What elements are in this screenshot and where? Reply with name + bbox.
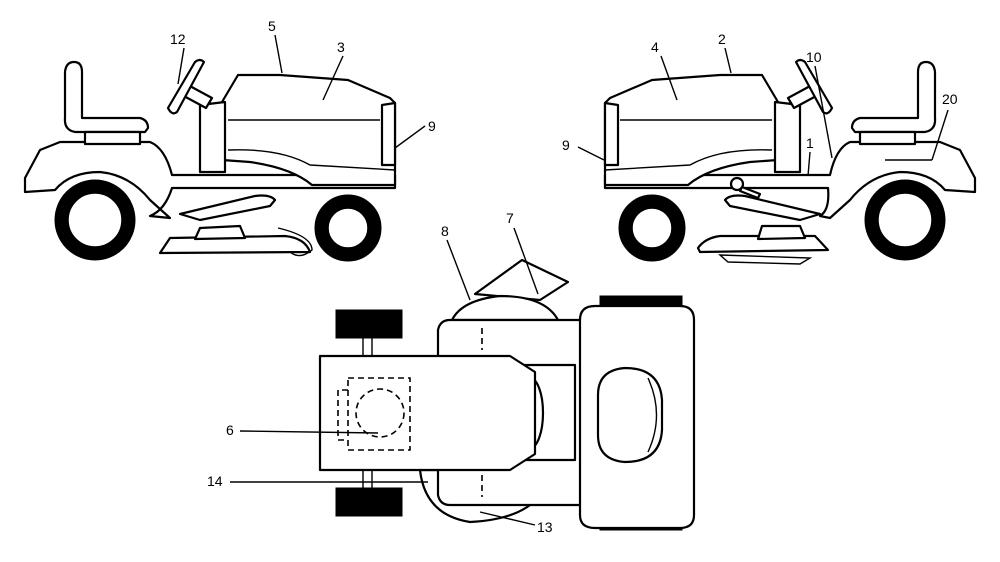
callout-1: 1 [806,135,814,151]
top-view: 8 7 6 14 13 [207,210,696,535]
left-rear-wheel [54,179,136,261]
callout-5: 5 [268,18,276,34]
top-decal-outline [347,377,411,451]
top-decal-circle [355,388,405,438]
right-mower-deck [696,224,830,265]
callout-12: 12 [170,31,186,47]
top-seat [596,366,664,464]
callout-7: 7 [506,210,514,226]
right-steering-wheel [794,58,834,115]
left-front-grille [380,101,397,167]
right-front-wheel [618,194,686,262]
top-hood [318,354,537,472]
right-rear-wheel [864,179,946,261]
left-rear-fender [23,140,397,220]
left-side-view: 12 5 3 9 [23,18,436,262]
callout-20: 20 [942,91,958,107]
right-rear-fender [603,140,977,220]
callout-13: 13 [537,519,553,535]
callout-3: 3 [337,39,345,55]
top-deck-upper [450,294,560,322]
left-front-wheel [314,194,382,262]
top-front-tire-upper [335,309,403,339]
right-dash-panel [773,100,802,174]
right-front-grille [603,101,620,167]
callout-4: 4 [651,39,659,55]
left-steering-wheel [166,58,206,115]
callout-6: 6 [226,422,234,438]
callout-9-left: 9 [428,118,436,134]
left-seat [63,60,150,146]
left-dash-panel [198,100,227,174]
right-hood [603,73,780,187]
callout-8: 8 [441,223,449,239]
top-discharge-chute [473,258,570,302]
callout-10: 10 [806,49,822,65]
right-foot-step [723,194,822,222]
callout-2: 2 [718,31,726,47]
right-side-view: 2 4 10 20 1 9 [562,31,977,265]
callout-9-right: 9 [562,137,570,153]
left-mower-deck [158,224,313,257]
left-foot-step [178,194,277,222]
left-hood [220,73,397,187]
callout-14: 14 [207,473,223,489]
right-seat [850,60,937,146]
top-front-tire-lower [335,487,403,517]
